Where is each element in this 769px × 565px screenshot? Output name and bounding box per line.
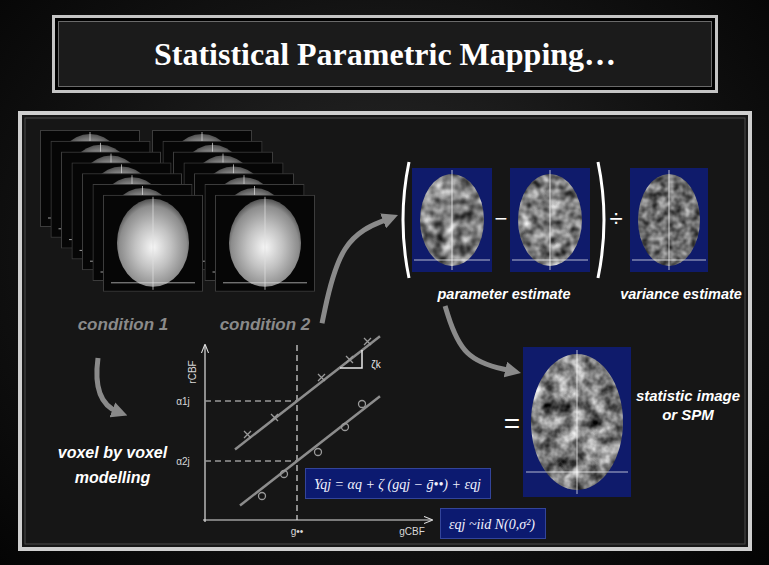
y-axis: [204, 345, 205, 522]
formula-box: Yqj = αq + ζ (gqj − ḡ••) + εqj: [305, 468, 491, 499]
operator: ÷: [609, 206, 622, 232]
axis-label: gCBF: [399, 526, 425, 537]
slope-label: ζk: [371, 359, 380, 370]
caption: condition 1: [78, 315, 169, 335]
x-axis: [203, 519, 432, 520]
caption: condition 2: [220, 315, 311, 335]
label-anchor: =: [504, 409, 520, 440]
crosshair: [526, 472, 628, 473]
axis-label: rCBF: [187, 360, 198, 383]
crosshair: [550, 170, 551, 270]
slope-triangle: [340, 350, 362, 368]
crosshair: [512, 260, 588, 261]
step-label: voxel by voxel modelling: [45, 441, 180, 491]
scan-frame: [216, 195, 315, 291]
data-point-o: [359, 401, 366, 408]
flow-arrow: [445, 306, 511, 371]
intercept-line: [205, 400, 297, 402]
caption: variance estimate: [620, 286, 742, 303]
label-anchor: rCBF: [187, 360, 198, 383]
title-box: Statistical Parametric Mapping…: [52, 15, 718, 93]
operator: −: [495, 207, 508, 231]
label-anchor: α2j: [176, 456, 190, 467]
intercept-label: α2j: [176, 456, 190, 467]
image-background: [523, 347, 631, 497]
label-anchor: α1j: [176, 396, 190, 407]
operator: =: [504, 409, 520, 440]
bracket: [403, 162, 409, 278]
crosshair: [452, 170, 453, 270]
intercept-line: [205, 460, 297, 462]
label-anchor: ÷: [609, 206, 622, 232]
formula-text: Yqj = αq + ζ (gqj − ḡ••) + εqj: [314, 477, 481, 494]
main-panel: [20, 113, 750, 549]
label-anchor: voxel by voxel modelling: [45, 441, 180, 491]
crosshair: [632, 260, 706, 261]
image-stack: condition 2: [208, 126, 322, 338]
label-anchor: ζk: [371, 359, 380, 370]
image-panel: variance estimate: [616, 160, 746, 306]
data-point-o: [315, 449, 322, 456]
bracket: [598, 162, 604, 278]
label-anchor: −: [495, 207, 508, 231]
image-background: [412, 168, 492, 272]
crosshair: [577, 350, 578, 494]
data-point-o: [342, 424, 349, 431]
scan-frame: [104, 195, 203, 291]
caption: parameter estimate: [438, 286, 571, 303]
panel-inner-border: [25, 118, 745, 544]
flow-arrow: [97, 358, 118, 412]
statistic-image: statistic image or SPM: [521, 343, 745, 501]
label-anchor: g••: [291, 526, 304, 537]
label-anchor: gCBF: [399, 526, 425, 537]
intercept-label: α1j: [176, 396, 190, 407]
image-panel: parameter estimate: [398, 160, 610, 306]
formula-box: εqj ~iid N(0,σ²): [440, 508, 546, 539]
image-stack: condition 1: [40, 126, 206, 338]
data-point-o: [281, 471, 288, 478]
image-background: [510, 168, 590, 272]
data-point-o: [259, 493, 266, 500]
formula-text: εqj ~iid N(0,σ²): [449, 517, 535, 534]
caption: statistic image or SPM: [633, 387, 743, 425]
title-text: Statistical Parametric Mapping…: [154, 36, 616, 73]
flow-arrow: [322, 219, 389, 323]
crosshair: [414, 260, 490, 261]
mean-label: g••: [291, 526, 304, 537]
mean-line: [296, 345, 297, 520]
crosshair: [669, 170, 670, 270]
fit-line: [235, 336, 380, 449]
data-point-x: [244, 338, 371, 438]
image-background: [630, 168, 708, 272]
